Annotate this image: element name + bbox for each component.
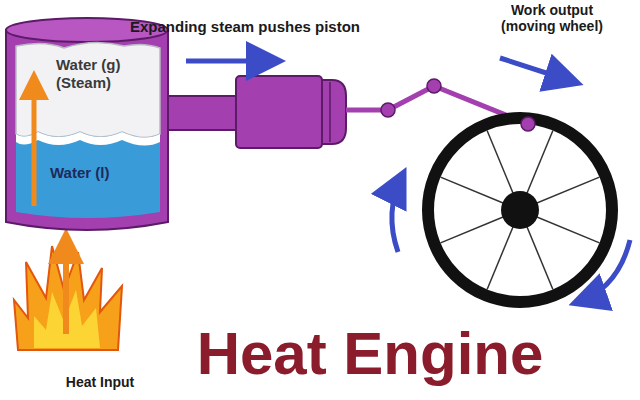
steam-label: Water (g) (Steam) (56, 56, 156, 92)
heat-label: Heat Input (40, 374, 160, 390)
motion-label: Expanding steam pushes piston (110, 18, 380, 35)
joint (521, 117, 535, 131)
heat-arrow (63, 240, 69, 334)
wheel (428, 118, 612, 302)
rotation-arrow (578, 240, 630, 302)
piston-head (322, 80, 346, 144)
boiler-outline (4, 16, 170, 232)
steam-pipe (160, 96, 240, 130)
diagram-title: Heat Engine (150, 324, 590, 384)
piston-cylinder (236, 76, 322, 148)
joint (427, 79, 441, 93)
motion-arrow (500, 58, 574, 82)
water-label: Water (l) (50, 164, 160, 182)
rotation-arrow (392, 176, 402, 252)
output-label: Work output (moving wheel) (486, 2, 618, 34)
joint (381, 103, 395, 117)
motion-arrow (186, 59, 276, 64)
connecting-rod (388, 86, 434, 110)
boiler-tank: Water (g) (Steam) Water (l) (4, 16, 170, 232)
